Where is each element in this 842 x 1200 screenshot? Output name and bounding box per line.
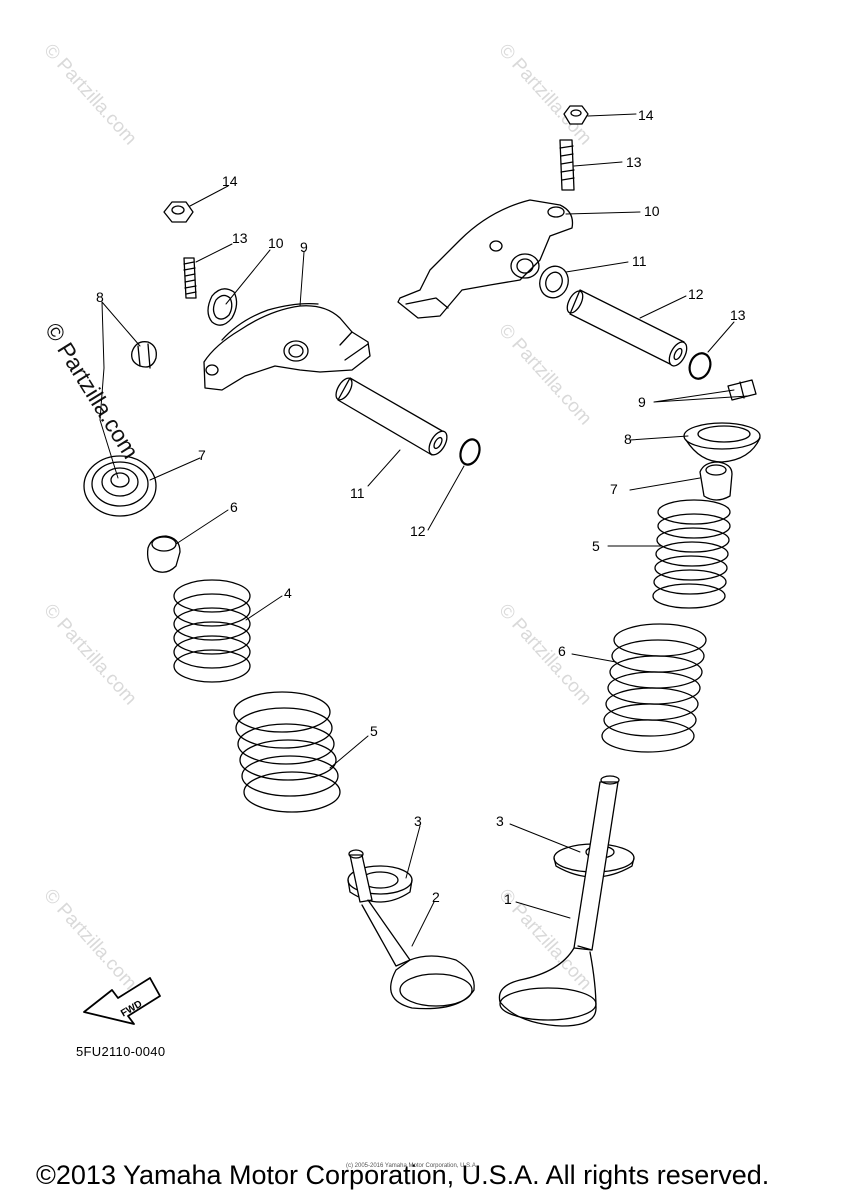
valve-stem-seal-left [146,535,181,573]
callout-number: 3 [496,813,504,829]
callout-number: 10 [268,235,284,251]
outer-spring-left [233,691,341,813]
callout-number: 9 [300,239,308,255]
callout-number: 6 [230,499,238,515]
spring-retainer-left [83,455,157,517]
valve-cotter-right [727,379,757,401]
o-ring-left [459,438,481,466]
callout-number: 5 [370,723,378,739]
callout-number: 6 [558,643,566,659]
callout-number: 5 [592,538,600,554]
intake-valve [348,849,475,1010]
callout-number: 7 [610,481,618,497]
o-ring-right [688,352,712,380]
inner-spring-left [173,579,251,683]
washer-left [207,288,238,326]
rocker-shaft-left [335,377,448,456]
fwd-arrow-icon [83,977,161,1025]
adjusting-screw-right [559,139,575,191]
callout-number: 14 [222,173,238,189]
rocker-arm-right [397,199,574,319]
callout-number: 4 [284,585,292,601]
spring-retainer-right [683,422,761,463]
callout-number: 13 [730,307,746,323]
callout-number: 8 [96,289,104,305]
inner-spring-right [652,499,731,609]
callout-number: 9 [638,394,646,410]
valve-stem-seal-right [699,461,733,501]
callout-number: 2 [432,889,440,905]
outer-spring-right [601,623,707,753]
callout-number: 11 [350,485,365,501]
diagram-part-code: 5FU2110-0040 [76,1044,166,1059]
small-credit: (c) 2005-2016 Yamaha Motor Corporation, … [346,1163,478,1169]
callout-number: 14 [638,107,654,123]
rocker-shaft-right [566,289,688,367]
rocker-arm-left [203,302,371,391]
nut-right [563,105,589,125]
copyright-notice: ©2013 Yamaha Motor Corporation, U.S.A. A… [36,1160,770,1190]
callout-number: 10 [644,203,660,219]
callout-number: 8 [624,431,632,447]
callout-number: 13 [626,154,642,170]
callout-number: 12 [688,286,704,302]
callout-number: 11 [632,253,647,269]
callout-number: 1 [504,891,512,907]
nut-left [163,201,194,223]
callout-number: 7 [198,447,206,463]
callout-number: 12 [410,523,426,539]
adjusting-screw-left [183,257,197,299]
exhaust-valve [498,775,620,1027]
washer-right [539,265,569,299]
callout-number: 3 [414,813,422,829]
valve-cotter-left [131,341,157,369]
callout-number: 13 [232,230,248,246]
